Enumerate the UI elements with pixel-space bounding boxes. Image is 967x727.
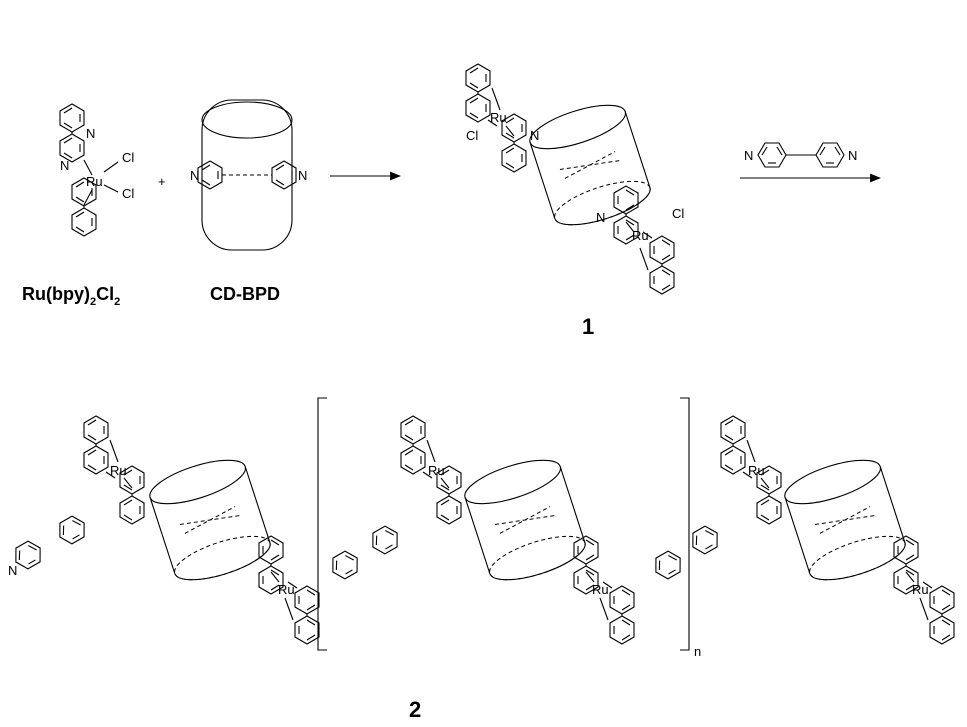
bipyridine-reagent: N N [744, 142, 857, 168]
repeat-index: n [694, 644, 701, 659]
compound-1-label: 1 [582, 314, 594, 339]
cl-atom-label: Cl [122, 150, 134, 165]
n-atom-label: N [298, 168, 307, 183]
n-atom-label: N [848, 148, 857, 163]
reactant-1-label: Ru(bpy)2Cl2 [22, 284, 120, 308]
n-atom-label: N [530, 128, 539, 143]
compound-1-structure: Ru Cl Ru Cl N N [466, 64, 684, 294]
ru-atom-label: Ru [490, 110, 507, 125]
reactant-2-label: CD-BPD [210, 284, 280, 304]
ru-atom-label: Ru [278, 582, 295, 597]
n-atom-label: N [190, 168, 199, 183]
cl-atom-label: Cl [466, 128, 478, 143]
cl-atom-label: Cl [122, 186, 134, 201]
ru-atom-label: Ru [592, 582, 609, 597]
ru-atom-label: Ru [748, 463, 765, 478]
ru-atom-label: Ru [912, 582, 929, 597]
n-atom-label: N [8, 563, 17, 578]
plus-sign: + [158, 174, 166, 189]
repeat-bracket-left [317, 397, 327, 651]
cd-bpd-structure: N N [190, 99, 307, 251]
n-atom-label: N [596, 210, 605, 225]
n-atom-label: N [744, 148, 753, 163]
compound-2-label: 2 [409, 697, 421, 722]
n-atom-label: N [60, 158, 69, 173]
ru-atom-label: Ru [632, 228, 649, 243]
cl-atom-label: Cl [672, 206, 684, 221]
n-atom-label: N [86, 126, 95, 141]
ru-bpy2cl2-structure: Ru Cl Cl N N [60, 104, 134, 236]
ru-atom-label: Ru [428, 463, 445, 478]
repeat-bracket-right [680, 397, 690, 651]
ru-atom-label: Ru [110, 463, 127, 478]
polymer-2-structure: N Ru Ru n Ru Ru Ru Ru [8, 397, 954, 659]
ru-atom-label: Ru [86, 174, 103, 189]
